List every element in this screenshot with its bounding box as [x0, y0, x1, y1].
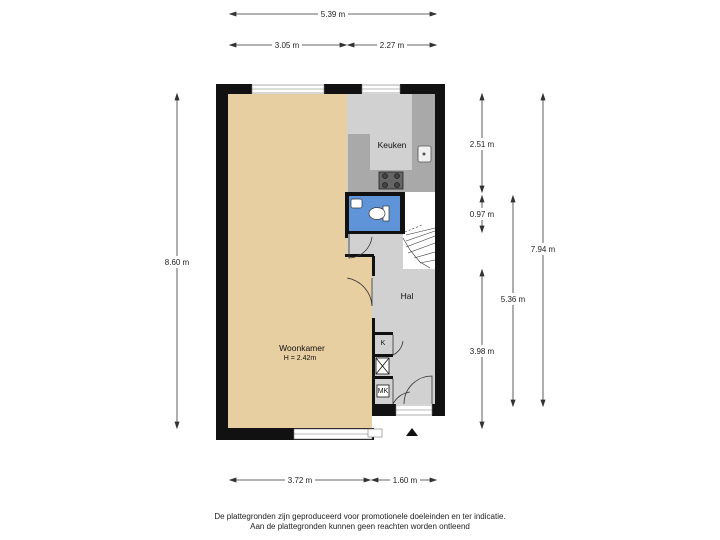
entrance-arrow-icon [406, 428, 418, 436]
room-kitchen-name: Keuken [378, 140, 407, 150]
dim-bottom-right: 1.60 m [393, 476, 418, 485]
room-closet-mk: MK [378, 388, 389, 395]
dim-right-mid: 5.36 m [501, 295, 526, 304]
dim-right-3: 3.98 m [470, 347, 495, 356]
toilet-icon [368, 205, 390, 222]
walls [216, 84, 445, 440]
stairs-icon [402, 224, 436, 269]
living-room-floor [228, 94, 372, 428]
stairs-area [403, 197, 435, 269]
dim-bottom-left: 3.72 m [288, 476, 313, 485]
dim-top-total: 5.39 m [321, 10, 346, 19]
dim-right-1: 2.51 m [470, 140, 495, 149]
dim-right-2: 0.97 m [470, 210, 495, 219]
sink-icon [417, 145, 432, 163]
room-closet-k: K [381, 340, 386, 347]
room-living-name: Woonkamer [279, 343, 325, 353]
room-living-height: H = 2.42m [284, 355, 317, 362]
doors [346, 234, 433, 405]
dim-right-total: 7.94 m [531, 245, 556, 254]
footer-disclaimer: De plattegronden zijn geproduceerd voor … [0, 512, 720, 532]
footer-line-1: De plattegronden zijn geproduceerd voor … [214, 512, 506, 521]
meter-cupboard [375, 357, 390, 398]
hall-floor [347, 232, 435, 404]
stove-icon [378, 171, 404, 190]
dim-left-height: 8.60 m [165, 258, 190, 267]
room-hall-name: Hal [401, 291, 414, 301]
washbasin-icon [350, 198, 363, 209]
dim-top-right: 2.27 m [380, 41, 405, 50]
windows [251, 84, 433, 440]
dimension-label-bgs [162, 8, 558, 486]
dim-top-left: 3.05 m [275, 41, 300, 50]
footer-line-2: Aan de plattegronden kunnen geen reachte… [250, 522, 470, 531]
